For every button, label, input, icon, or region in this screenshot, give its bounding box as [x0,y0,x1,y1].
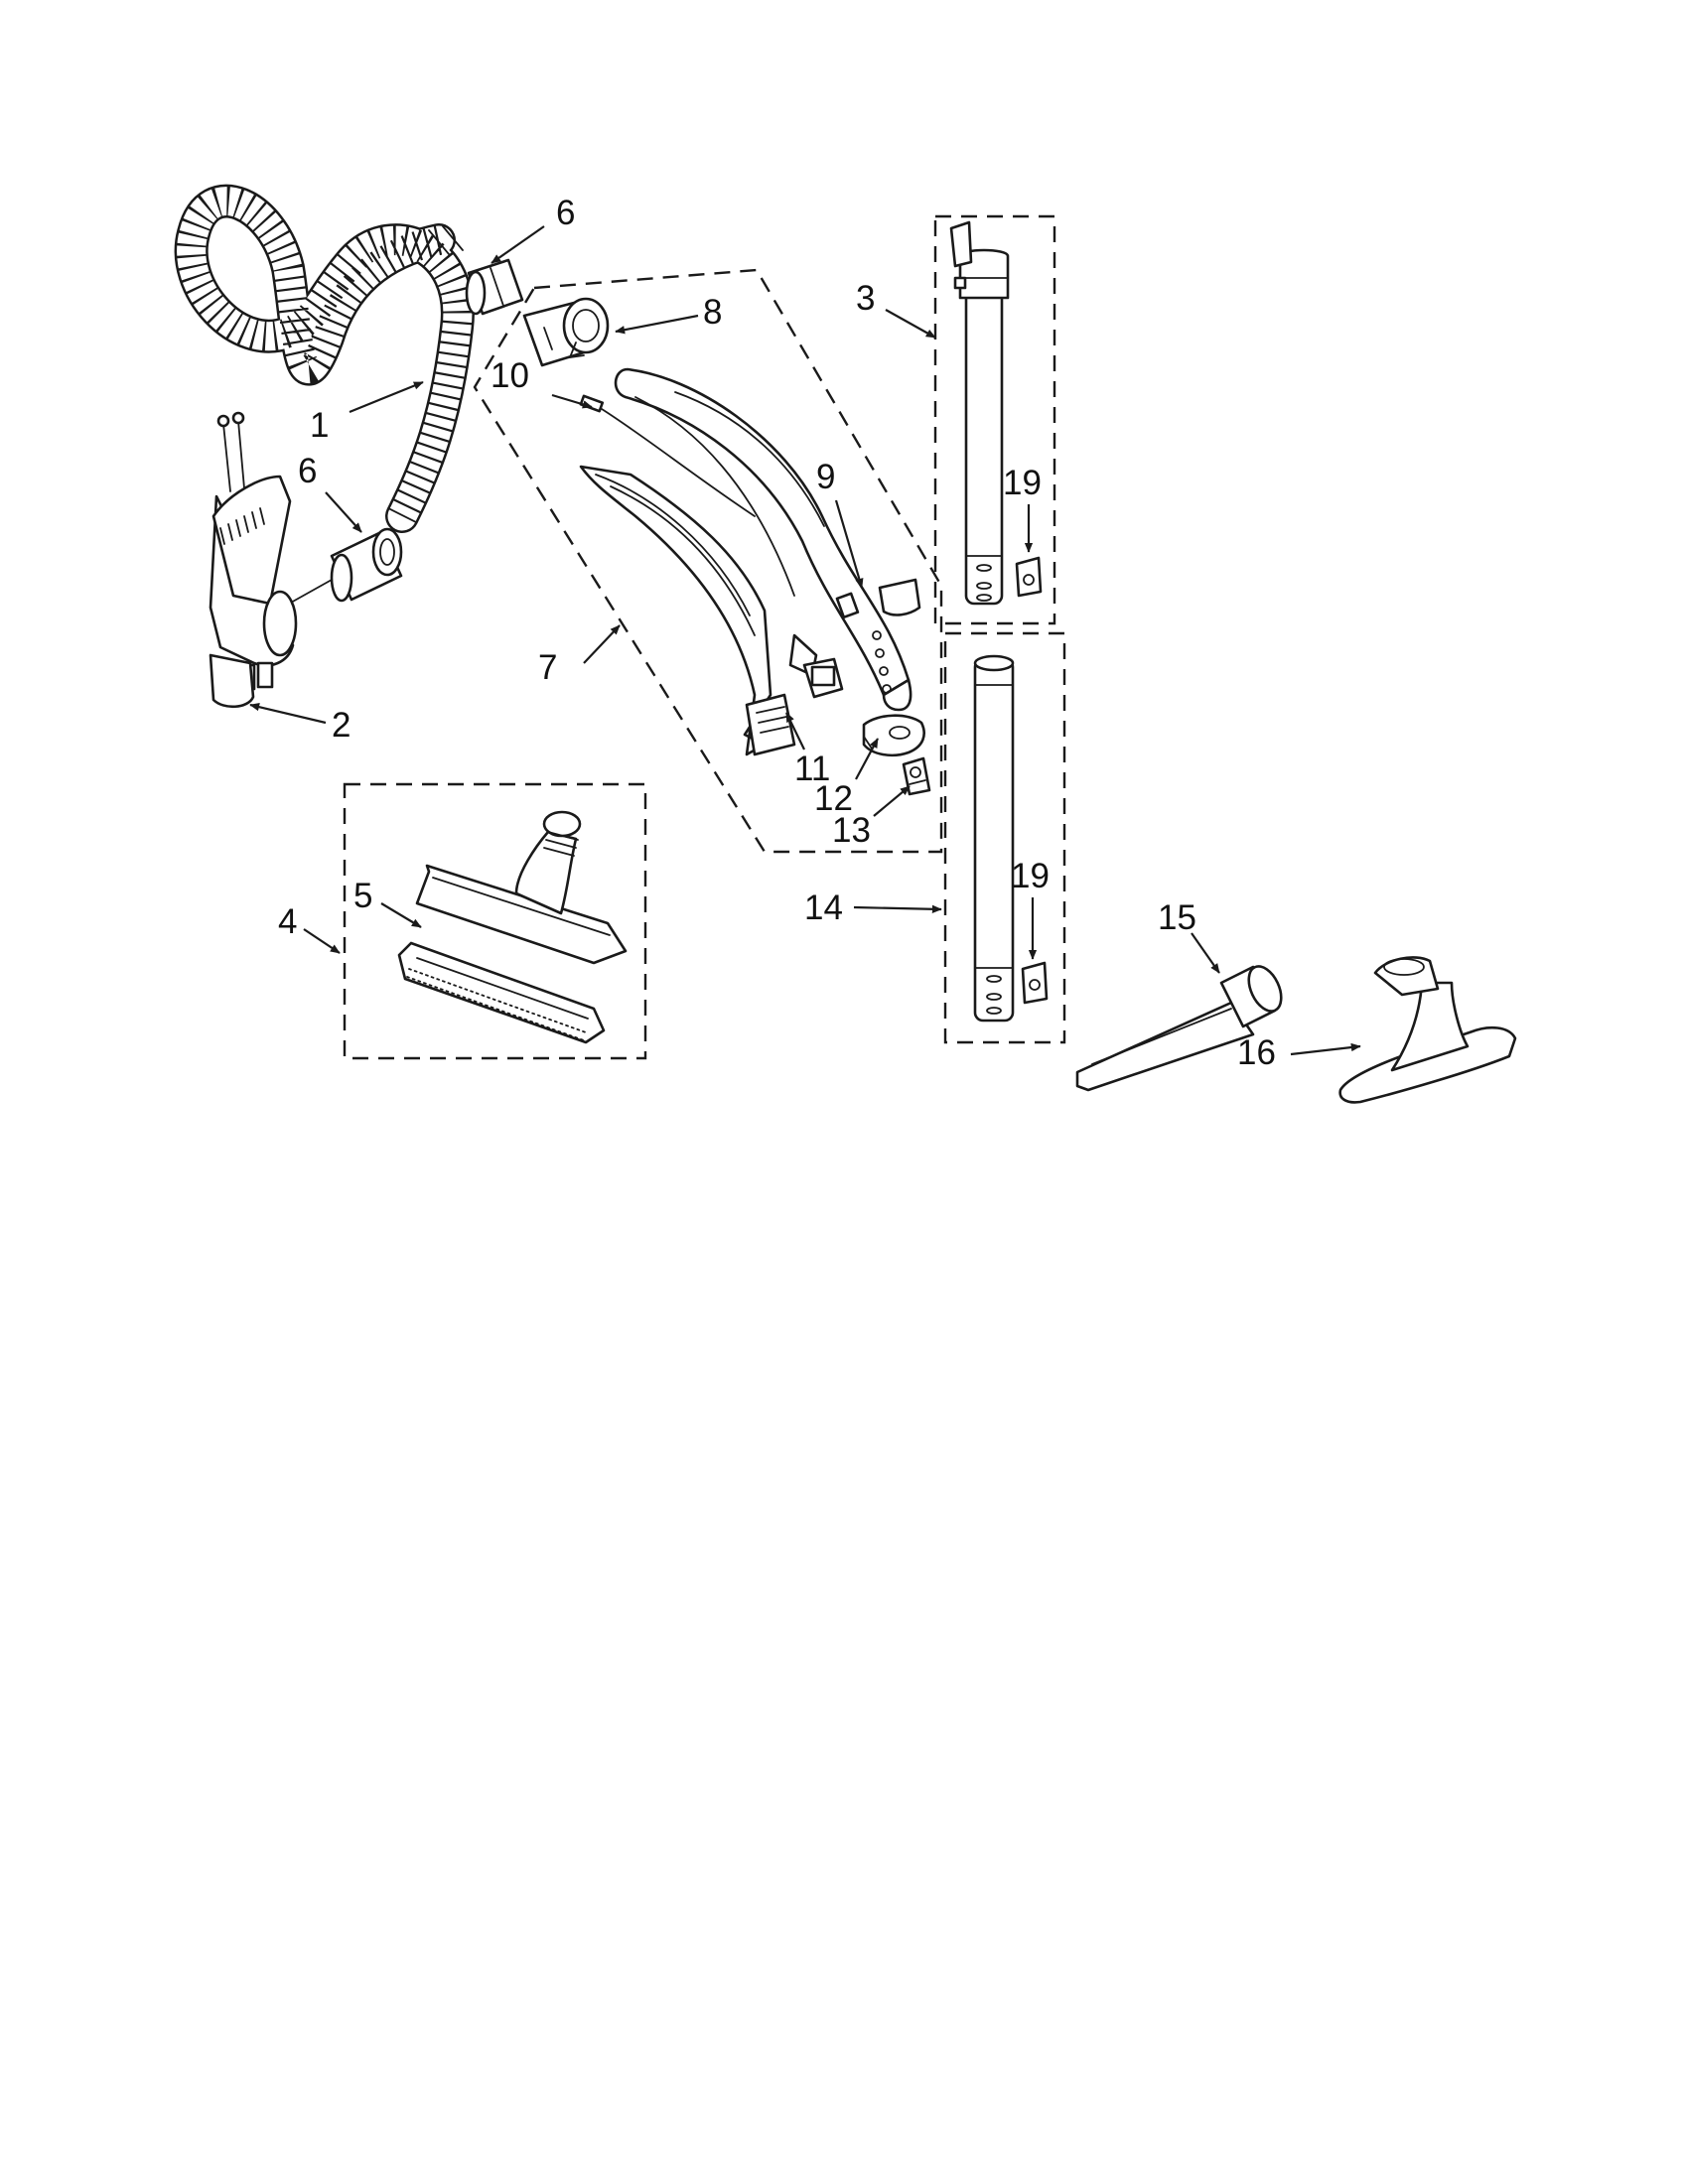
callout-1: 1 [310,406,329,445]
crevice-tool-part [1075,965,1283,1092]
floor-tool-dashed-box [343,782,647,1060]
callout-3: 3 [856,279,875,318]
callout-2: 2 [332,706,351,745]
callout-5: 5 [353,877,372,915]
callout-4: 4 [278,902,297,941]
callout-14: 14 [804,888,843,927]
upper-wand-part [949,220,1010,606]
callout-9: 9 [816,458,835,496]
hose-part [174,184,475,533]
callout-19-lower: 19 [1011,857,1050,895]
release-button-part [862,714,925,757]
upholstery-tool-part [1338,956,1517,1104]
callout-10: 10 [491,356,529,395]
callout-6-lower: 6 [298,452,317,490]
wand-latch-upper-part [1015,556,1043,598]
callout-8: 8 [703,293,722,332]
brush-strip-part [397,941,606,1044]
swivel-fitting-part [522,297,610,367]
callout-19-upper: 19 [1003,464,1042,502]
hose-cuff-upper-part [465,258,524,316]
handle-shell-part [579,396,844,756]
callout-labels: 6 8 3 10 1 9 19 6 7 2 11 12 13 14 19 5 4… [278,194,1276,1072]
callout-11: 11 [794,750,830,788]
callout-12: 12 [814,779,853,818]
callout-16: 16 [1237,1033,1276,1072]
latch-clip-part [902,756,931,796]
floor-tool-part [415,810,628,965]
callout-13: 13 [832,811,871,850]
hose-end-connector-part [209,411,333,709]
upper-wand-dashed-box [933,214,1056,625]
leader-lines [249,225,1361,1056]
hose-cuff-lower-part [330,527,403,603]
handle-assembly-dashed-outline [473,268,943,854]
callout-6-upper: 6 [556,194,575,232]
wand-latch-lower-part [1021,961,1049,1005]
callout-15: 15 [1158,898,1196,937]
callout-7: 7 [538,648,557,687]
lower-wand-dashed-box [943,631,1066,1044]
lower-wand-part [973,654,1015,1023]
